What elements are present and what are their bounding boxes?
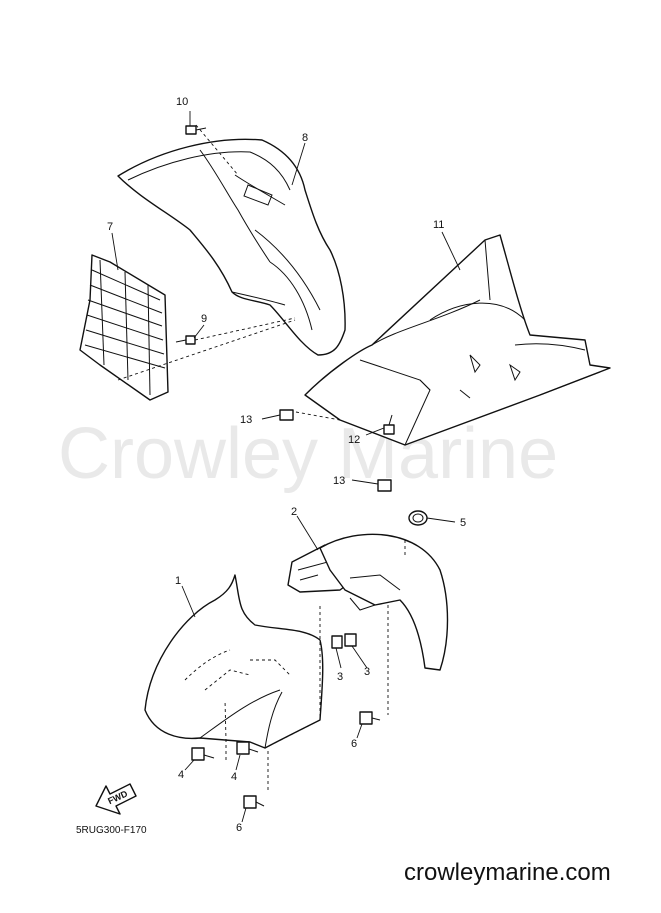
callout-9: 9 (201, 313, 207, 325)
website-footer[interactable]: crowleymarine.com (404, 859, 611, 886)
callout-6-a: 6 (351, 738, 357, 750)
callout-4-a: 4 (178, 769, 184, 781)
callout-11: 11 (433, 219, 444, 231)
part-13-nut-b[interactable] (377, 479, 392, 492)
part-12-screw[interactable] (383, 414, 395, 435)
callout-13-b: 13 (333, 475, 345, 487)
callout-12: 12 (348, 434, 360, 446)
callout-6-b: 6 (236, 822, 242, 834)
part-11-inner-panel[interactable] (304, 234, 611, 446)
part-3-clip-a[interactable] (331, 635, 343, 649)
part-5-grommet[interactable] (408, 510, 428, 526)
assembly-lines (117, 124, 406, 790)
part-6-bolt-a[interactable] (359, 711, 381, 725)
part-9-screw[interactable] (175, 335, 196, 345)
front-fender-rear[interactable] (319, 533, 449, 671)
part-13-nut-a[interactable] (279, 409, 294, 421)
callout-5: 5 (460, 517, 466, 529)
leader-lines (111, 111, 461, 823)
part-4-bolt-a[interactable] (191, 747, 215, 761)
part-10-bolt[interactable] (185, 125, 207, 135)
callout-13-a: 13 (240, 414, 252, 426)
part-6-bolt-b[interactable] (243, 795, 265, 809)
part-8-front-cover[interactable] (117, 138, 346, 356)
diagram-code: 5RUG300-F170 (76, 825, 147, 836)
callout-2: 2 (291, 506, 297, 518)
callout-3-b: 3 (364, 666, 370, 678)
callout-10: 10 (176, 96, 188, 108)
callout-7: 7 (107, 221, 113, 233)
callout-3-a: 3 (337, 671, 343, 683)
callout-8: 8 (302, 132, 308, 144)
fwd-arrow-icon: FWD (95, 783, 137, 815)
part-3-clip-b[interactable] (344, 633, 357, 647)
part-1-front-fender[interactable] (144, 574, 324, 749)
part-4-bolt-b[interactable] (236, 741, 259, 755)
watermark-text: Crowley Marine (58, 414, 558, 494)
callout-1: 1 (175, 575, 181, 587)
part-7-grille[interactable] (79, 254, 169, 401)
callout-4-b: 4 (231, 771, 237, 783)
